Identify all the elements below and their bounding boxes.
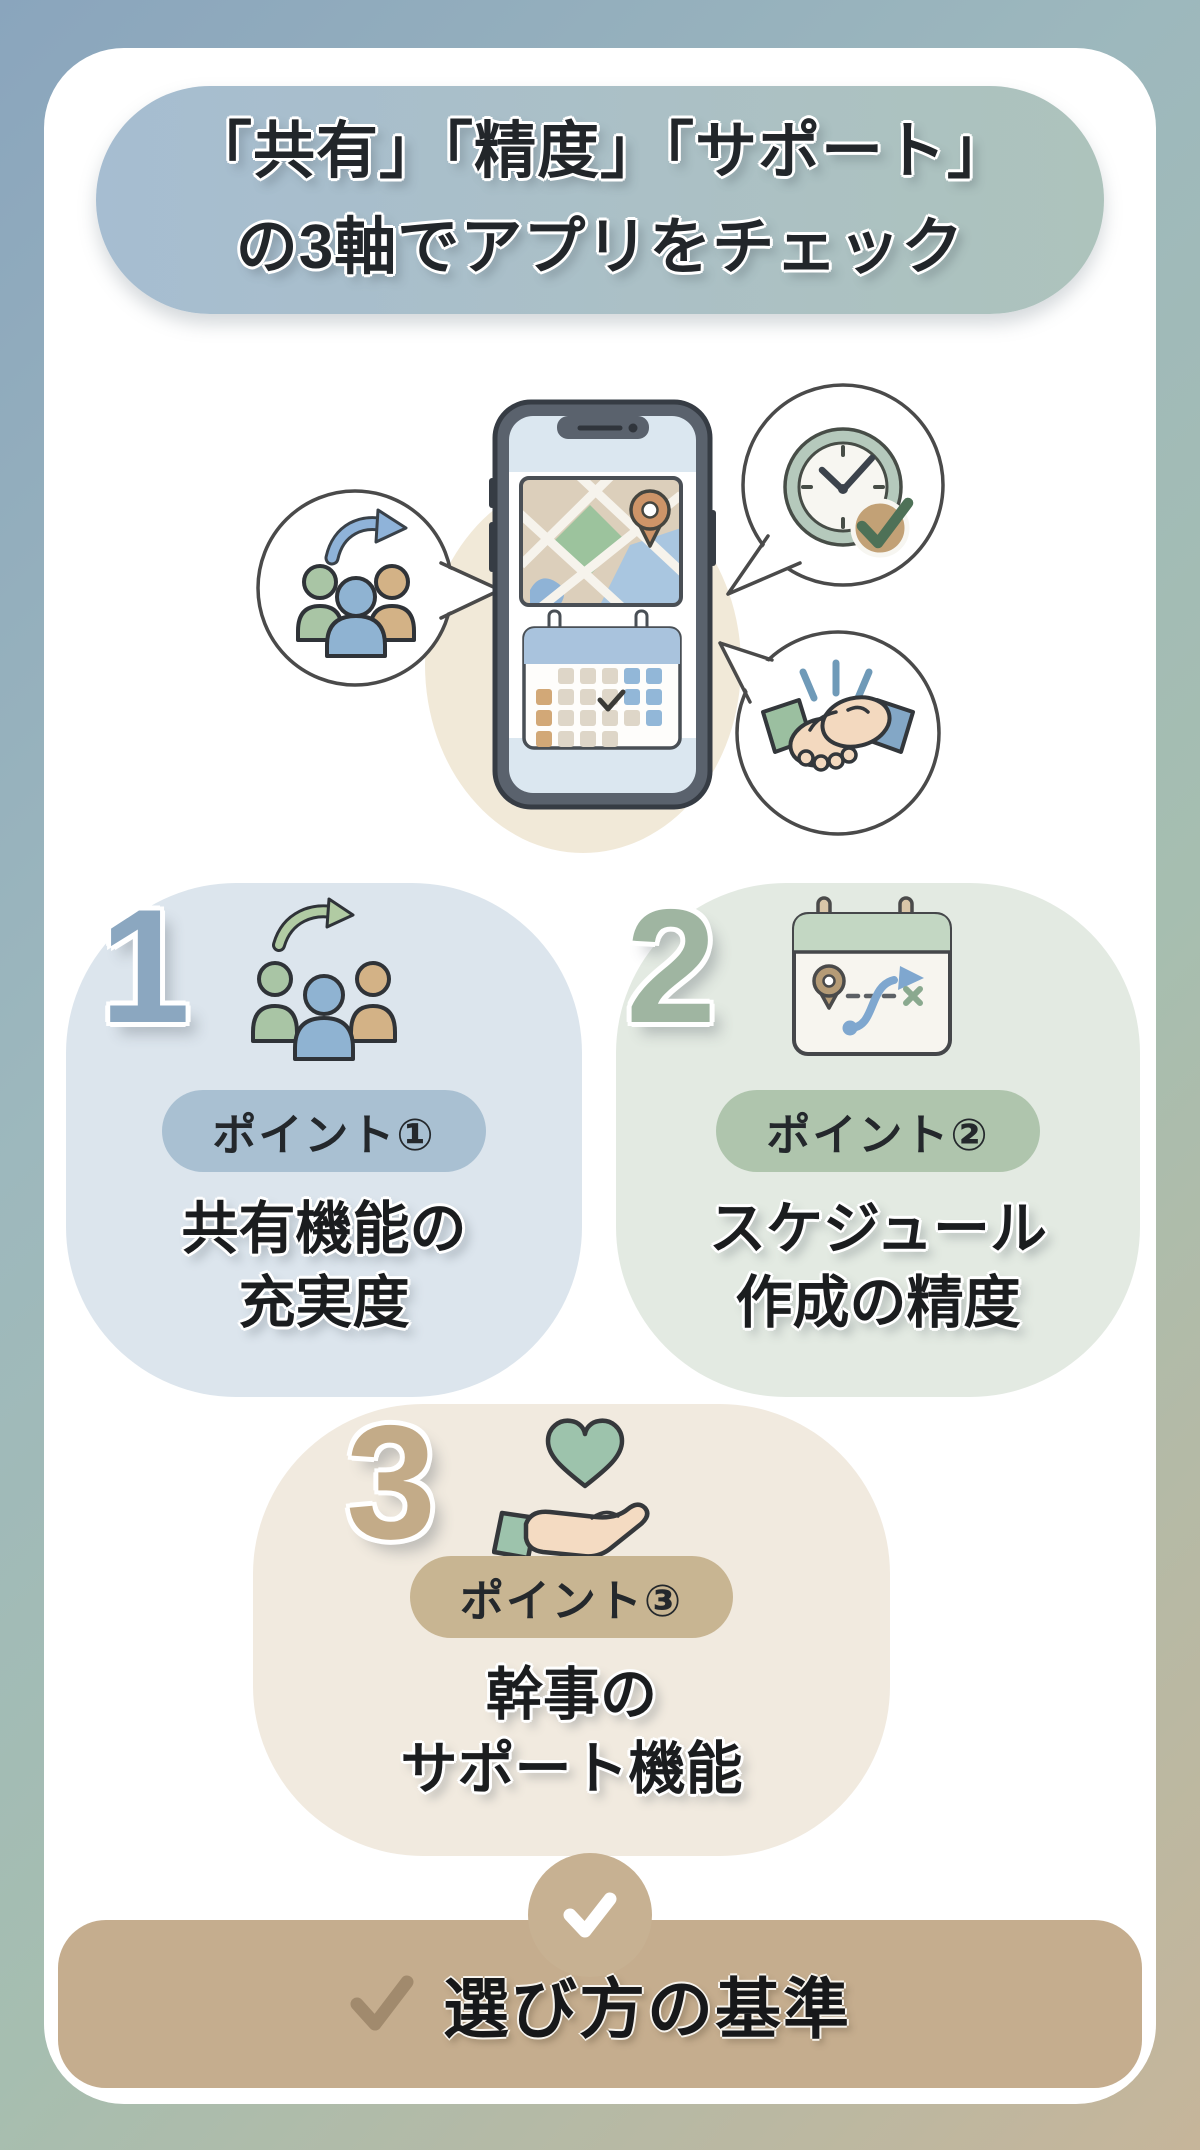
point-number-1: 1	[100, 876, 191, 1057]
point-badge-2: ポイント②	[716, 1090, 1040, 1172]
point-title-1-line2: 充実度	[238, 1271, 410, 1336]
point-title-2: スケジュール 作成の精度	[616, 1192, 1140, 1340]
point-title-1: 共有機能の 充実度	[66, 1192, 582, 1340]
badge-row-3: ポイント③	[253, 1556, 890, 1638]
point-title-1-line1: 共有機能の	[181, 1197, 467, 1261]
footer-label: 選び方の基準	[443, 1972, 851, 2046]
checkmark-icon	[350, 1975, 414, 2031]
calendar-check-icon	[522, 609, 682, 750]
point-number-3: 3	[346, 1392, 437, 1573]
share-people-icon	[256, 489, 502, 687]
footer-bar: 選び方の基準	[58, 1920, 1142, 2088]
point-title-3-line1: 幹事の	[486, 1663, 657, 1727]
footer-check-circle	[528, 1853, 652, 1977]
header-pill: 「共有」「精度」「サポート」 の3軸でアプリをチェック	[96, 86, 1104, 314]
clock-check-icon	[726, 383, 945, 596]
header-line-2: の3軸でアプリをチェック	[235, 213, 965, 282]
hand-heart-icon	[492, 1418, 650, 1561]
point-title-2-line2: 作成の精度	[735, 1271, 1021, 1336]
checkmark-icon	[563, 1892, 617, 1938]
point-badge-3: ポイント③	[409, 1556, 734, 1638]
handshake-icon	[718, 630, 941, 836]
map-pin-icon	[519, 476, 683, 607]
badge-row-2: ポイント②	[616, 1090, 1140, 1172]
point-title-2-line1: スケジュール	[708, 1197, 1047, 1261]
header-line-1: 「共有」「精度」「サポート」	[189, 116, 1010, 186]
smartphone-illustration	[489, 399, 716, 810]
people-share-icon	[251, 897, 397, 1061]
route-calendar-icon	[792, 896, 952, 1056]
hero-illustration	[256, 383, 945, 853]
badge-row-1: ポイント①	[66, 1090, 582, 1172]
point-title-3-line2: サポート機能	[400, 1737, 743, 1802]
point-badge-1: ポイント①	[162, 1090, 486, 1172]
point-number-2: 2	[626, 876, 717, 1057]
point-title-3: 幹事の サポート機能	[253, 1658, 890, 1806]
